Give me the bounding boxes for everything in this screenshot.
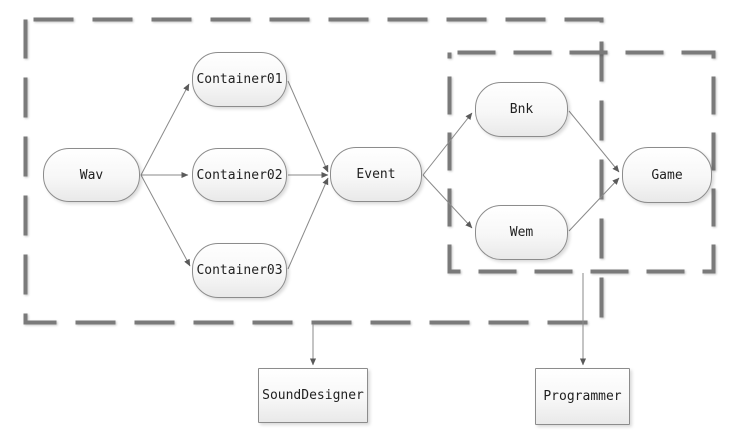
edge-event-bnk — [422, 112, 473, 176]
node-game[interactable]: Game — [622, 147, 712, 203]
edge-event-wem — [422, 174, 473, 229]
node-wav[interactable]: Wav — [43, 148, 140, 202]
node-bnk-label: Bnk — [509, 102, 534, 117]
node-container03-label: Container03 — [196, 263, 283, 278]
edge-container03-event — [287, 177, 329, 270]
edge-bnk-game — [568, 110, 620, 173]
role-box-sound-designer[interactable]: SoundDesigner — [258, 368, 368, 423]
edge-wem-game — [568, 177, 620, 232]
edge-wav-container03 — [140, 174, 191, 267]
node-game-label: Game — [651, 167, 683, 183]
node-wem-label: Wem — [509, 225, 534, 240]
node-bnk[interactable]: Bnk — [475, 82, 568, 137]
node-container03[interactable]: Container03 — [192, 243, 287, 298]
programmer-scope-outline — [447, 50, 716, 274]
node-event-label: Event — [356, 167, 396, 182]
role-programmer-label: Programmer — [543, 389, 622, 404]
node-event[interactable]: Event — [330, 147, 422, 202]
node-container01-label: Container01 — [196, 72, 283, 87]
edge-container01-event — [287, 80, 329, 173]
role-sound-designer-label: SoundDesigner — [262, 388, 364, 403]
node-wav-label: Wav — [79, 167, 104, 183]
node-wem[interactable]: Wem — [475, 205, 568, 260]
node-container02[interactable]: Container02 — [192, 148, 287, 202]
role-box-programmer[interactable]: Programmer — [535, 368, 630, 425]
node-container02-label: Container02 — [196, 167, 283, 183]
edge-wav-container01 — [140, 83, 190, 176]
sound-designer-scope-outline — [23, 17, 604, 325]
node-container01[interactable]: Container01 — [192, 52, 287, 107]
